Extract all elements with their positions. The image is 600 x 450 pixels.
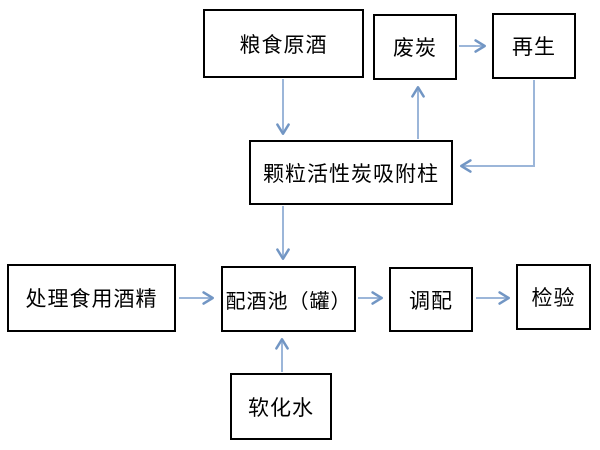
node-softened-water: 软化水	[230, 373, 332, 440]
node-grain-raw-liquor: 粮食原酒	[203, 9, 364, 78]
node-treated-edible-alcohol: 处理食用酒精	[7, 264, 176, 332]
node-inspection: 检验	[516, 264, 591, 330]
node-regeneration: 再生	[492, 13, 576, 79]
node-blending-tank: 配酒池（罐）	[221, 266, 356, 332]
node-waste-carbon: 废炭	[373, 14, 457, 80]
node-blending: 调配	[389, 267, 473, 332]
node-activated-carbon-adsorption-column: 颗粒活性炭吸附柱	[249, 140, 453, 205]
connector-regeneration-to-column	[460, 80, 535, 173]
